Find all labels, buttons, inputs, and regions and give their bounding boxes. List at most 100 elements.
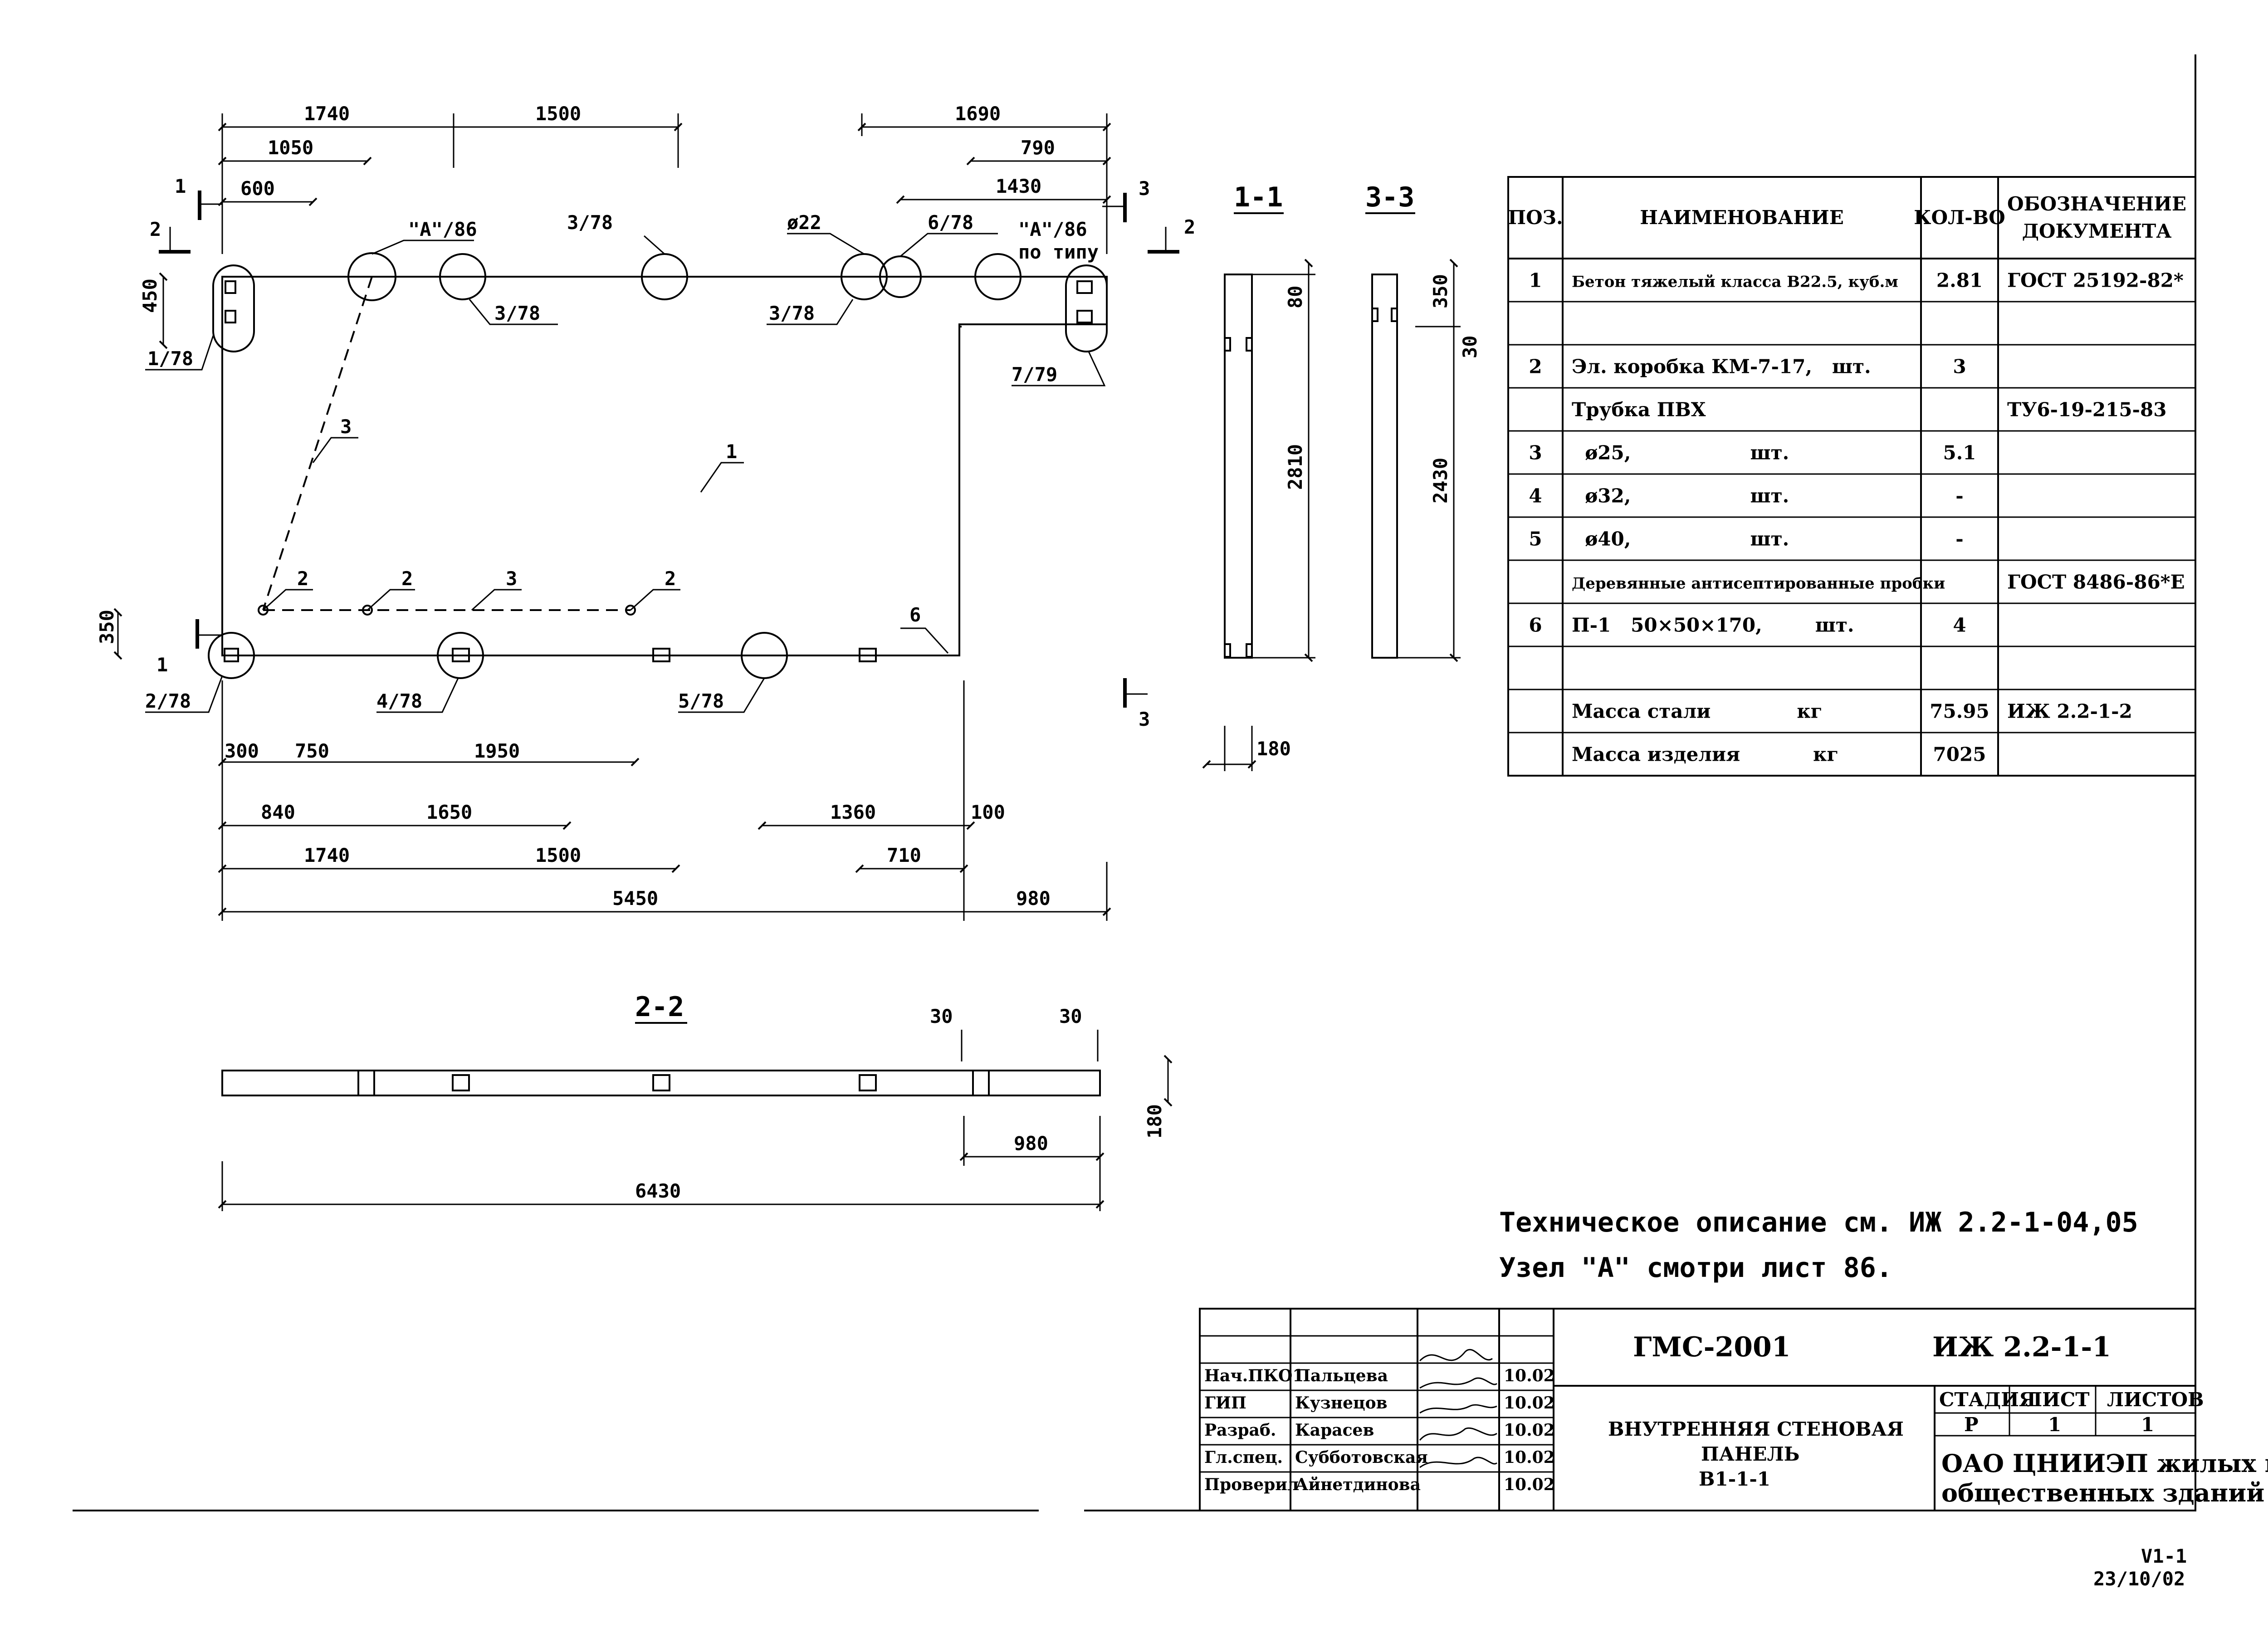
spec-cell-r3-c3: ТУ6-19-215-83 (2007, 399, 2166, 421)
org-line2: общественных зданий (1941, 1478, 2264, 1507)
embed-frame-1-78 (212, 264, 255, 352)
stamp-date: 23/10/02 (2093, 1568, 2185, 1590)
spec-header-1: НАИМЕНОВАНИЕ (1640, 206, 1843, 229)
staff-name-0: Пальцева (1295, 1366, 1388, 1385)
section-3-3-title: 3-3 (1365, 181, 1414, 213)
callout-2c: 2 (665, 567, 676, 590)
dim-top-2: 1500 (535, 103, 581, 125)
sheet-value: 1 (2048, 1413, 2061, 1436)
section-2-2-title: 2-2 (635, 991, 684, 1023)
callout-3-78-right: 3/78 (769, 302, 815, 324)
dim-b1-1: 300 (225, 740, 259, 762)
dim-top-6: 790 (1021, 137, 1055, 159)
dim-b3-3: 710 (887, 844, 921, 866)
box-circle-2-78 (208, 632, 255, 679)
section-1-1-dim-80: 80 (1284, 285, 1306, 308)
spec-cell-r7-c1: Деревянные антисептированные пробки (1572, 575, 1945, 593)
callout-d22: ø22 (787, 211, 821, 234)
panel-outline (221, 276, 1108, 656)
title-project: ГМС-2001 (1633, 1331, 1791, 1363)
staff-name-4: Айнетдинова (1295, 1475, 1421, 1494)
box-circle-3-78a (439, 253, 486, 300)
spec-cell-r8-c1: П-1 50×50×170, шт. (1572, 614, 1854, 636)
box-circle-a86-right (974, 253, 1022, 300)
drawing-title-line2: ПАНЕЛЬ (1701, 1443, 1799, 1465)
dim-left-1: 450 (139, 279, 161, 313)
spec-cell-r5-c0: 4 (1529, 485, 1542, 507)
callout-a86-right: "А"/86 (1018, 218, 1087, 240)
staff-date-1: 10.02 (1504, 1393, 1555, 1413)
section-2-2-dim-180: 180 (1144, 1104, 1166, 1139)
staff-name-2: Карасев (1295, 1421, 1374, 1440)
staff-date-4: 10.02 (1504, 1475, 1555, 1494)
staff-name-1: Кузнецов (1295, 1393, 1388, 1413)
spec-cell-r6-c2: - (1955, 528, 1963, 550)
callout-5-78: 5/78 (678, 690, 724, 712)
sheets-value: 1 (2141, 1413, 2154, 1436)
section-1-1: 1-1 80 2810 180 (1202, 181, 1315, 771)
section-2-2-dim-980: 980 (1014, 1132, 1048, 1154)
spec-cell-r10-c3: ИЖ 2.2-1-2 (2007, 700, 2132, 723)
staff-role-1: ГИП (1204, 1393, 1246, 1413)
org-line1: ОАО ЦНИИЭП жилых и (1941, 1449, 2268, 1478)
dim-top-5: 1690 (955, 103, 1001, 125)
embed-frame-7-79 (1065, 264, 1108, 352)
staff-role-3: Гл.спец. (1204, 1448, 1283, 1467)
section-3-3-dim-2430: 2430 (1429, 458, 1452, 504)
section-mark-2-left: 2 (150, 218, 161, 240)
callout-3b: 3 (506, 567, 517, 590)
callout-3-78-mid: 3/78 (494, 302, 540, 324)
sheets-header: ЛИСТОВ (2107, 1389, 2204, 1411)
drawing-title-line1: ВНУТРЕННЯЯ СТЕНОВАЯ (1608, 1418, 1904, 1440)
spec-cell-r0-c3: ГОСТ 25192-82* (2007, 269, 2184, 292)
box-circle-4-78 (437, 632, 484, 679)
dim-b1-2: 750 (295, 740, 329, 762)
stage-value: Р (1964, 1413, 1979, 1436)
section-2-2-dim-6430: 6430 (635, 1180, 681, 1202)
callout-conduit-3: 3 (340, 416, 352, 438)
callout-2b: 2 (401, 567, 413, 590)
dim-b1-3: 1950 (474, 740, 520, 762)
spec-cell-r4-c0: 3 (1529, 442, 1542, 464)
callout-1-78: 1/78 (147, 347, 193, 370)
section-2-2: 2-2 30 30 180 980 6430 (218, 991, 1173, 1211)
staff-date-2: 10.02 (1504, 1421, 1555, 1440)
sheet-header: ЛИСТ (2025, 1389, 2090, 1411)
spec-cell-r0-c0: 1 (1529, 269, 1542, 292)
section-mark-1-bottom: 1 (156, 654, 168, 676)
spec-cell-r4-c2: 5.1 (1943, 442, 1976, 464)
dim-b2-4: 100 (971, 801, 1005, 823)
section-3-3: 3-3 350 30 2430 (1365, 181, 1481, 662)
callout-a86: "А"/86 (408, 218, 477, 240)
staff-role-0: Нач.ПКО1 (1204, 1366, 1304, 1385)
callout-po-tipu: по типу (1018, 241, 1099, 263)
spec-cell-r6-c0: 5 (1529, 528, 1542, 550)
callout-2a: 2 (297, 567, 308, 590)
signatures (1419, 1349, 1498, 1468)
dim-b3-1: 1740 (304, 844, 350, 866)
staff-name-3: Субботовская (1295, 1448, 1428, 1467)
dim-top-1: 1740 (304, 103, 350, 125)
section-3-3-dim-30: 30 (1459, 335, 1481, 358)
note-tech-description: Техническое описание см. ИЖ 2.2-1-04,05 (1499, 1207, 2138, 1238)
spec-header-3: ОБОЗНАЧЕНИЕ (2007, 193, 2186, 215)
stamp-version: V1-1 (2141, 1545, 2187, 1567)
staff-role-4: Проверил (1204, 1475, 1299, 1494)
dim-left-2: 350 (96, 610, 118, 644)
spec-cell-r8-c2: 4 (1953, 614, 1966, 636)
spec-cell-r5-c1: ø32, шт. (1572, 485, 1789, 507)
spec-cell-r8-c0: 6 (1529, 614, 1542, 636)
spec-cell-r2-c2: 3 (1953, 356, 1966, 378)
section-2-2-dim-30b: 30 (1059, 1005, 1082, 1027)
callout-3-78-top: 3/78 (567, 211, 613, 234)
dim-b2-3: 1360 (830, 801, 876, 823)
dim-top-3: 1050 (268, 137, 313, 159)
title-code: ИЖ 2.2-1-1 (1932, 1331, 2111, 1363)
plan-dim-text: 1740 1500 1050 600 1690 790 1430 450 350… (96, 103, 1055, 909)
spec-header-0: ПОЗ. (1508, 206, 1563, 229)
conduit-vertical (262, 276, 373, 611)
section-mark-1-top: 1 (175, 175, 186, 197)
section-mark-2-right: 2 (1184, 216, 1195, 238)
spec-cell-r10-c2: 75.95 (1930, 700, 1989, 723)
spec-cell-r11-c1: Масса изделия кг (1572, 743, 1838, 766)
